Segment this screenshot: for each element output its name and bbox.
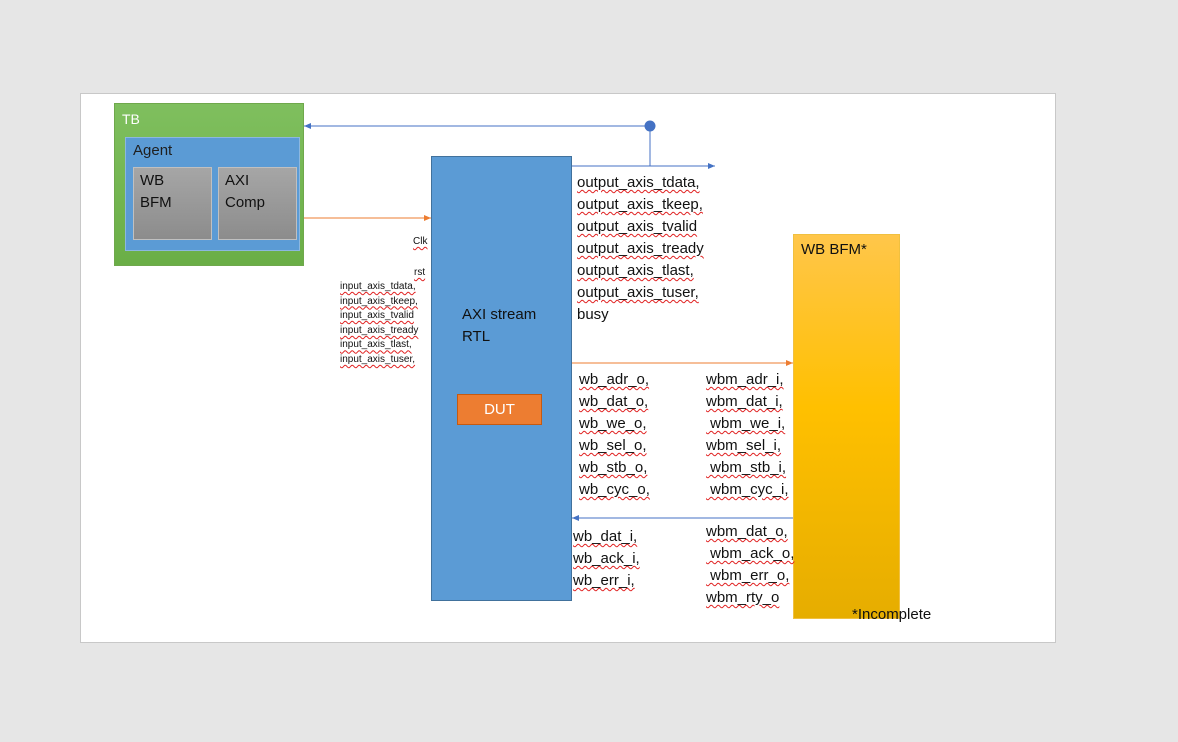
wbm-in-signal: wbm_adr_i,: [706, 371, 784, 388]
input-signal: input_axis_tdata,: [340, 281, 416, 292]
dut-box: [457, 394, 542, 425]
output-axis-signals: output_axis_tdata, output_axis_tkeep, ou…: [577, 172, 704, 326]
agent-wb-bfm-box: [133, 167, 212, 240]
input-signal: input_axis_tlast,: [340, 339, 412, 351]
axi-stream-rtl-box: [431, 156, 572, 601]
wb-out-signal: wb_sel_o,: [579, 437, 647, 454]
input-signal: input_axis_tready: [340, 324, 419, 336]
wbm-in-signal: wbm_we_i,: [706, 415, 786, 432]
wb-out-signal: wb_stb_o,: [579, 459, 648, 476]
output-signal: output_axis_tkeep,: [577, 196, 703, 213]
wbm-in-signal: wbm_sel_i,: [706, 437, 782, 454]
wbm-out-signal: wbm_err_o,: [706, 567, 790, 584]
input-signal: input_axis_tkeep,: [340, 295, 418, 307]
wb-input-signals: wb_dat_i, wb_ack_i, wb_err_i,: [573, 526, 640, 592]
wbm-input-signals: wbm_adr_i, wbm_dat_i, wbm_we_i, wbm_sel_…: [706, 369, 789, 501]
rst-label: rst: [414, 267, 426, 278]
wbm-in-signal: wbm_dat_i,: [706, 393, 783, 410]
rtl-label-line2: RTL: [462, 328, 491, 345]
input-signal: input_axis_tuser,: [340, 353, 416, 365]
wbm-in-signal: wbm_stb_i,: [706, 459, 787, 476]
clk-label: Clk: [413, 236, 428, 247]
wbm-out-signal: wbm_ack_o,: [706, 545, 795, 562]
output-signal: output_axis_tdata,: [577, 174, 700, 191]
wbm-out-signal: wbm_rty_o: [706, 589, 780, 606]
wbm-output-signals: wbm_dat_o, wbm_ack_o, wbm_err_o, wbm_rty…: [706, 521, 794, 609]
rtl-label-line1: AXI stream: [462, 306, 537, 323]
output-signal: output_axis_tready: [577, 240, 704, 257]
output-signal: output_axis_tuser,: [577, 284, 699, 301]
wbm-out-signal: wbm_dat_o,: [706, 523, 788, 540]
agent-wb-bfm-label-line2: BFM: [140, 194, 172, 211]
wb-in-signal: wb_dat_i,: [573, 528, 638, 545]
wb-output-signals: wb_adr_o, wb_dat_o, wb_we_o, wb_sel_o, w…: [579, 369, 650, 501]
agent-axi-comp-label-line1: AXI: [225, 172, 250, 189]
wb-bfm-box: [793, 234, 900, 619]
wb-in-signal: wb_ack_i,: [573, 550, 640, 567]
wb-in-signal: wb_err_i,: [573, 572, 635, 589]
wb-out-signal: wb_adr_o,: [579, 371, 650, 388]
incomplete-note: *Incomplete: [852, 606, 932, 623]
agent-wb-bfm-label-line1: WB: [140, 172, 165, 189]
agent-axi-comp-label-line2: Comp: [225, 194, 266, 211]
agent-axi-comp-box: [218, 167, 297, 240]
input-axis-signals: input_axis_tdata, input_axis_tkeep, inpu…: [340, 280, 418, 368]
wb-out-signal: wb_we_o,: [579, 415, 647, 432]
wb-out-signal: wb_cyc_o,: [579, 481, 650, 498]
dut-label: DUT: [484, 401, 515, 418]
wbm-in-signal: wbm_cyc_i,: [706, 481, 789, 498]
tb-label: TB: [122, 111, 140, 127]
wb-bfm-label: WB BFM*: [801, 241, 867, 258]
output-signal: busy: [577, 306, 609, 323]
input-signal: input_axis_tvalid: [340, 310, 414, 322]
wb-out-signal: wb_dat_o,: [579, 393, 649, 410]
agent-label: Agent: [133, 142, 173, 159]
output-signal: output_axis_tvalid: [577, 218, 698, 235]
output-signal: output_axis_tlast,: [577, 262, 694, 279]
